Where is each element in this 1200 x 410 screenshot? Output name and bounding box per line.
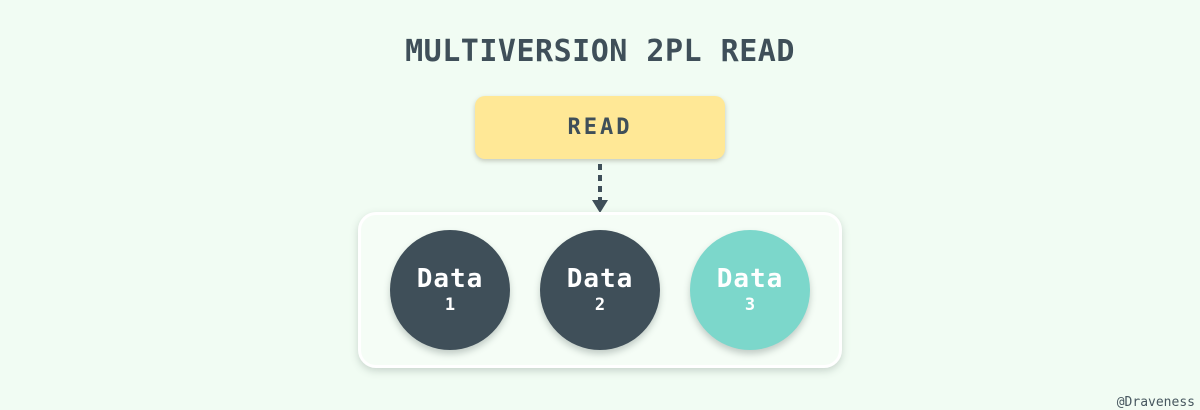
data-node-3-number: 3 (744, 295, 756, 315)
data-group-container: Data 1 Data 2 Data 3 (358, 212, 842, 368)
data-node-3: Data 3 (690, 230, 810, 350)
read-node: READ (475, 96, 725, 159)
diagram-title: MULTIVERSION 2PL READ (405, 34, 795, 69)
data-node-2-label: Data (566, 264, 634, 294)
watermark: @Draveness (1116, 395, 1195, 410)
data-node-1-number: 1 (444, 295, 456, 315)
data-node-1: Data 1 (390, 230, 510, 350)
data-node-2: Data 2 (540, 230, 660, 350)
data-node-2-number: 2 (594, 295, 606, 315)
arrow-dashed-line (598, 164, 602, 202)
arrow-head-icon (592, 200, 608, 213)
down-arrow (592, 164, 608, 213)
data-node-3-label: Data (716, 264, 784, 294)
data-node-1-label: Data (416, 264, 484, 294)
read-node-label: READ (567, 115, 633, 140)
